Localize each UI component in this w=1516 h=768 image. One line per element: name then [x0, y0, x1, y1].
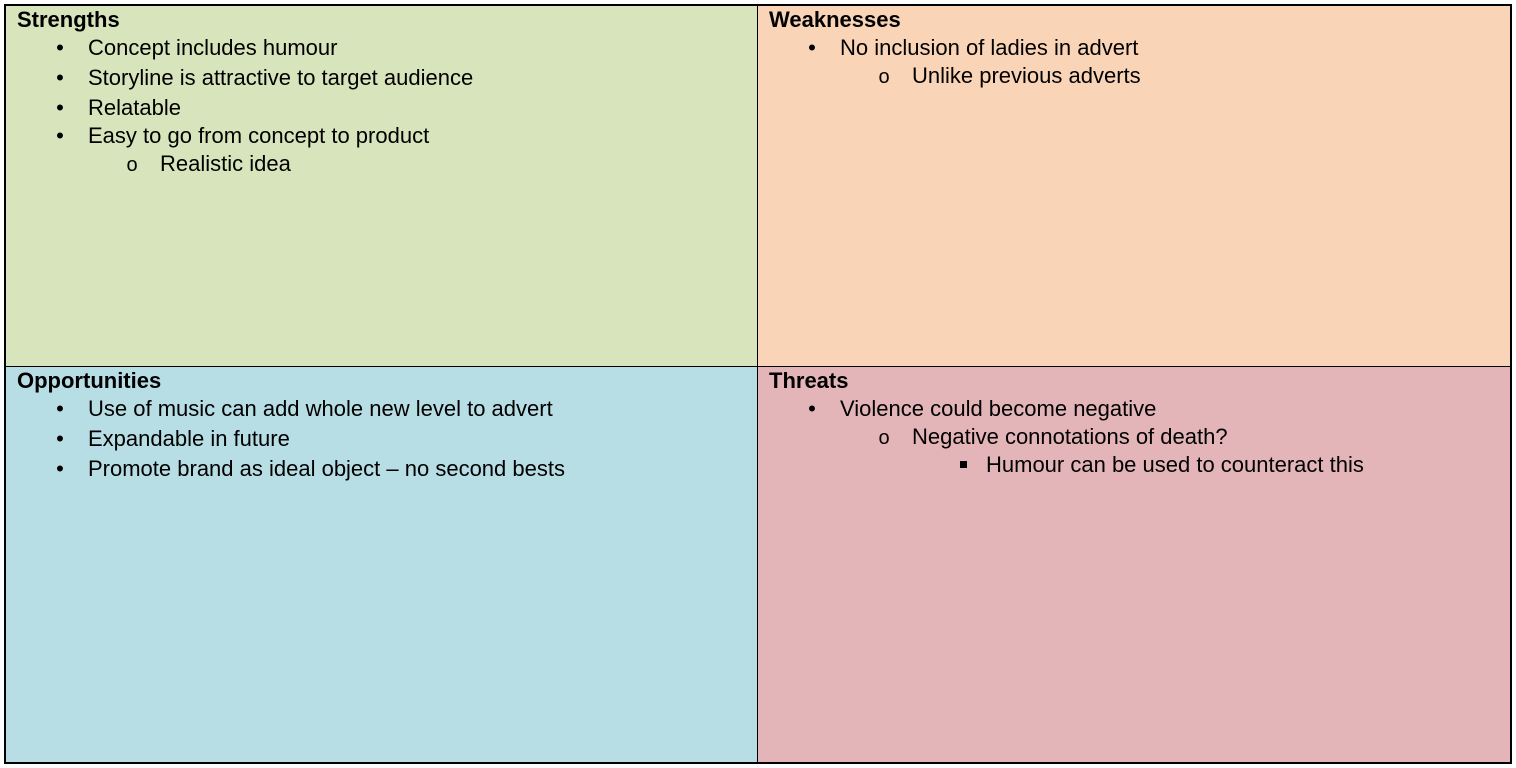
threats-title: Threats — [769, 368, 849, 393]
list-item-text: No inclusion of ladies in advert — [840, 35, 1139, 60]
list-item-text: Relatable — [88, 95, 181, 120]
list-item-text: Storyline is attractive to target audien… — [88, 65, 474, 90]
weaknesses-quadrant: Weaknesses No inclusion of ladies in adv… — [758, 6, 1510, 367]
opportunities-title: Opportunities — [17, 368, 162, 393]
list-item-text: Use of music can add whole new level to … — [88, 396, 553, 421]
list-item-text: Realistic idea — [160, 151, 291, 176]
list-item-text: Violence could become negative — [840, 396, 1157, 421]
list-item-text: Negative connotations of death? — [912, 424, 1228, 449]
bullet-icon — [50, 65, 70, 91]
strengths-title: Strengths — [17, 7, 120, 32]
strengths-quadrant: Strengths Concept includes humour Storyl… — [6, 6, 758, 367]
list-item-text: Promote brand as ideal object – no secon… — [88, 456, 565, 481]
circle-bullet-icon — [122, 151, 142, 178]
bullet-icon — [802, 396, 822, 422]
list-item-text: Easy to go from concept to product — [88, 123, 430, 148]
list-item-text: Unlike previous adverts — [912, 63, 1141, 88]
list-item-text: Humour can be used to counteract this — [986, 452, 1364, 477]
bullet-icon — [50, 95, 70, 121]
bullet-icon — [50, 35, 70, 61]
list-item-text: Expandable in future — [88, 426, 290, 451]
circle-bullet-icon — [874, 63, 894, 90]
swot-table: Strengths Concept includes humour Storyl… — [4, 4, 1512, 764]
bullet-icon — [50, 426, 70, 452]
square-bullet-icon — [953, 461, 973, 487]
opportunities-quadrant: Opportunities Use of music can add whole… — [6, 367, 758, 762]
bullet-icon — [802, 35, 822, 61]
threats-quadrant: Threats Violence could become negative N… — [758, 367, 1510, 762]
bullet-icon — [50, 396, 70, 422]
weaknesses-title: Weaknesses — [769, 7, 901, 32]
circle-bullet-icon — [874, 424, 894, 451]
bullet-icon — [50, 123, 70, 149]
list-item-text: Concept includes humour — [88, 35, 338, 60]
bullet-icon — [50, 456, 70, 482]
